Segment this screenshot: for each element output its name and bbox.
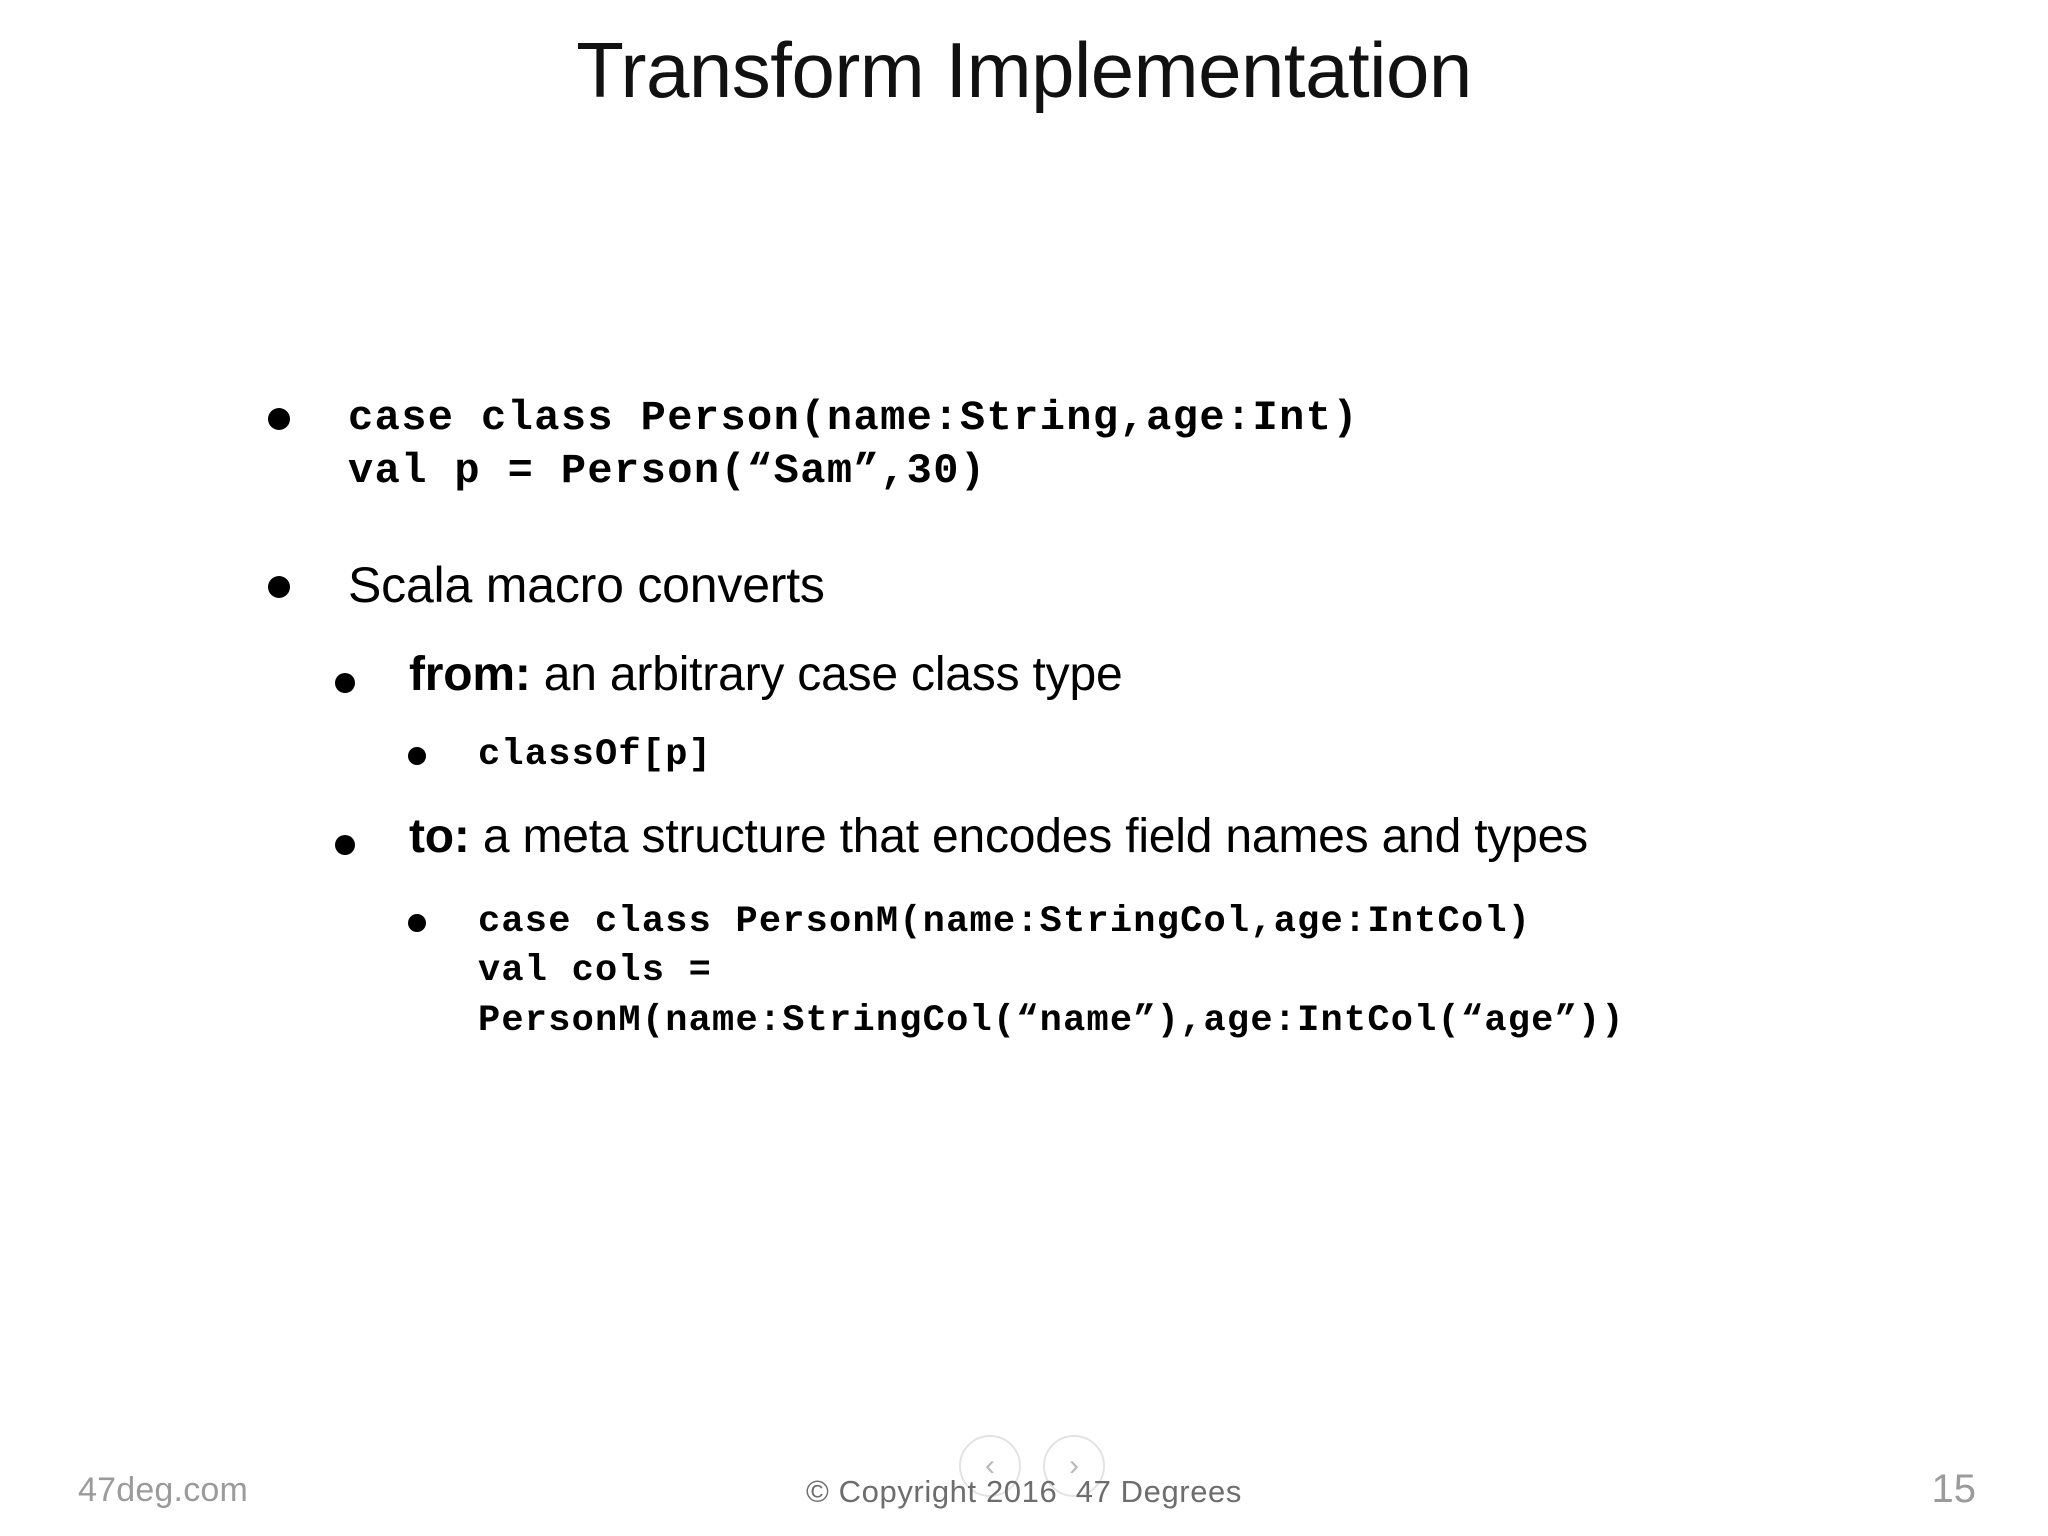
- bullet-to-lead: to:: [409, 810, 470, 864]
- list-item: case class Person(name:String,age:Int) v…: [0, 392, 2048, 498]
- code-block-personm: case class PersonM(name:StringCol,age:In…: [478, 900, 1625, 1042]
- page-number: 15: [1931, 1467, 1977, 1511]
- page-title: Transform Implementation: [576, 26, 1472, 114]
- code-block-person: case class Person(name:String,age:Int) v…: [348, 394, 1359, 495]
- bullet-dot-icon: [268, 408, 290, 430]
- slide-body: case class Person(name:String,age:Int) v…: [0, 392, 2048, 1046]
- copyright-notice: © Copyright 2016 47 Degrees: [806, 1474, 1242, 1509]
- list-item: case class PersonM(name:StringCol,age:In…: [0, 898, 2048, 1047]
- bullet-to-body: a meta structure that encodes field name…: [469, 810, 1588, 864]
- bullet-dot-icon: [408, 747, 426, 766]
- code-classof: classOf[p]: [478, 734, 713, 777]
- bullet-dot-icon: [408, 913, 426, 932]
- bullet-from: from: an arbitrary case class type: [409, 647, 2048, 704]
- next-slide-button[interactable]: ›: [1043, 1435, 1105, 1497]
- bullet-to: to: a meta structure that encodes field …: [409, 809, 2048, 866]
- slide-footer: 47deg.com ‹ › © Copyright 2016 47 Degree…: [0, 1416, 2048, 1536]
- list-item: classOf[p]: [0, 731, 2048, 781]
- list-item: to: a meta structure that encodes field …: [0, 809, 2048, 866]
- bullet-scala-macro-converts: Scala macro converts: [348, 556, 825, 613]
- slide-navigation: ‹ ›: [959, 1435, 1115, 1499]
- footer-site-link[interactable]: 47deg.com: [78, 1471, 249, 1509]
- bullet-from-lead: from:: [409, 647, 531, 701]
- bullet-dot-icon: [268, 575, 290, 598]
- chevron-left-icon: ‹: [985, 1449, 995, 1482]
- previous-slide-button[interactable]: ‹: [959, 1435, 1021, 1497]
- list-item: Scala macro converts: [0, 554, 2048, 617]
- chevron-right-icon: ›: [1069, 1449, 1079, 1482]
- list-item: from: an arbitrary case class type: [0, 647, 2048, 704]
- bullet-from-body: an arbitrary case class type: [530, 647, 1123, 701]
- bullet-dot-icon: [335, 672, 355, 693]
- bullet-dot-icon: [335, 835, 355, 856]
